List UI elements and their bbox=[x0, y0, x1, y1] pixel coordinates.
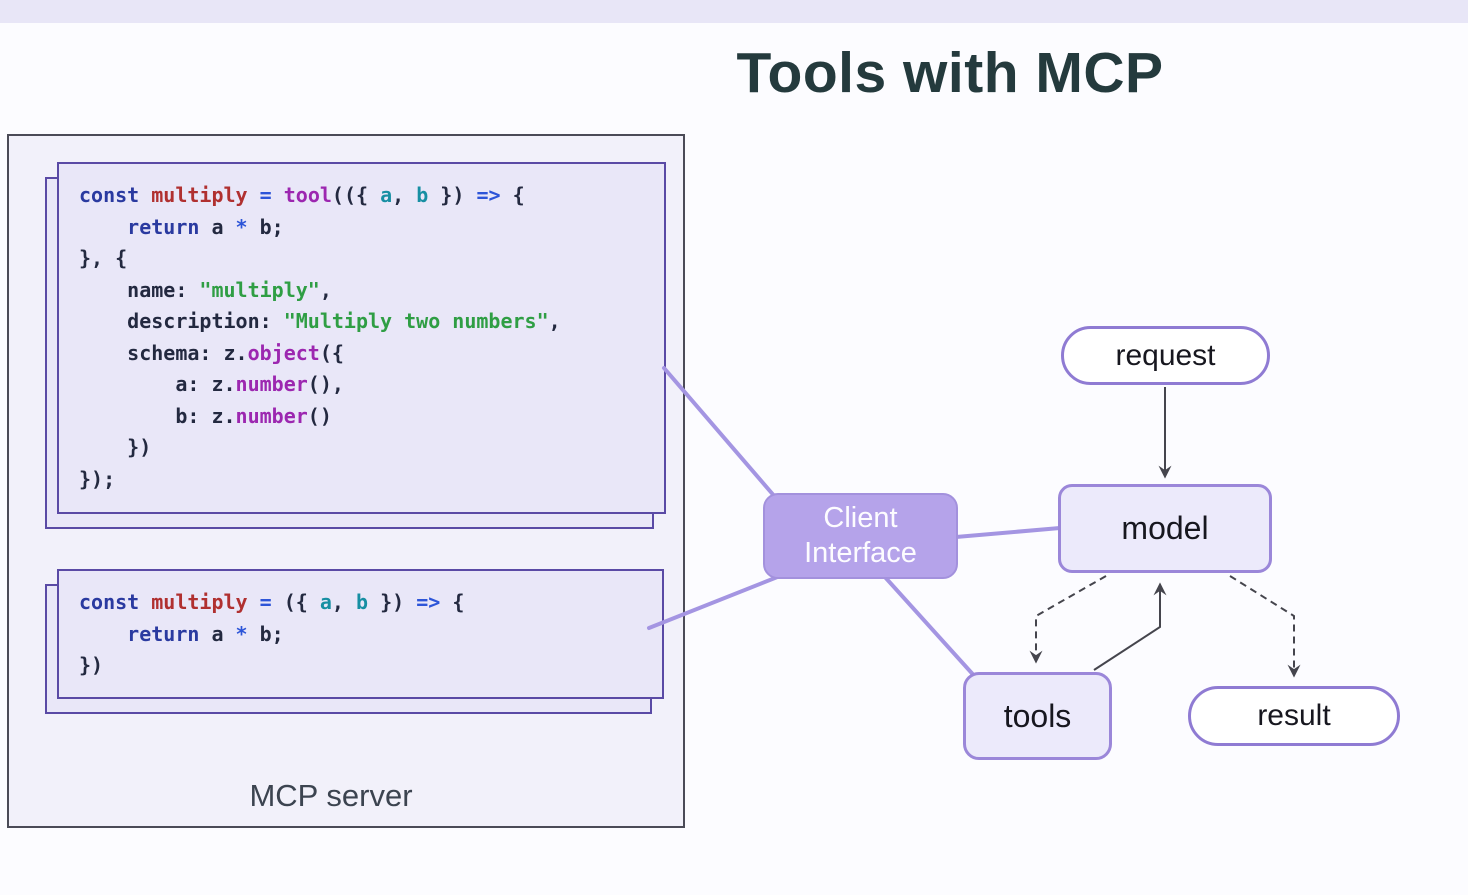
page-title: Tools with MCP bbox=[736, 41, 1164, 105]
node-result: result bbox=[1188, 686, 1400, 746]
node-model: model bbox=[1058, 484, 1272, 573]
edge-client-interface-to-tools bbox=[882, 574, 980, 682]
node-tools-label: tools bbox=[1003, 697, 1072, 734]
code-text-tool-definition: const multiply = tool(({ a, b }) => { re… bbox=[79, 183, 561, 491]
node-request: request bbox=[1061, 326, 1270, 385]
node-client-interface: Client Interface bbox=[763, 493, 958, 579]
node-client-interface-label-line2: Interface bbox=[804, 537, 917, 569]
node-request-label: request bbox=[1115, 338, 1216, 372]
code-block-tool-definition: const multiply = tool(({ a, b }) => { re… bbox=[57, 162, 666, 514]
edge-model-to-result-dashed-arrow bbox=[1229, 575, 1301, 678]
code-text-plain-function: const multiply = ({ a, b }) => { return … bbox=[79, 590, 465, 677]
mcp-server-box: const multiply = tool(({ a, b }) => { re… bbox=[7, 134, 685, 828]
code-block-plain-function: const multiply = ({ a, b }) => { return … bbox=[57, 569, 664, 699]
mcp-server-label: MCP server bbox=[249, 778, 413, 813]
node-tools: tools bbox=[963, 672, 1112, 760]
edge-model-to-tools-dashed-arrow bbox=[1029, 575, 1107, 664]
top-bar bbox=[0, 0, 1468, 23]
edge-tools-to-model-arrow bbox=[1093, 582, 1167, 671]
node-client-interface-label-line1: Client bbox=[823, 501, 898, 534]
node-result-label: result bbox=[1257, 699, 1331, 732]
node-model-label: model bbox=[1121, 510, 1209, 546]
edge-client-interface-to-model bbox=[954, 526, 1062, 539]
